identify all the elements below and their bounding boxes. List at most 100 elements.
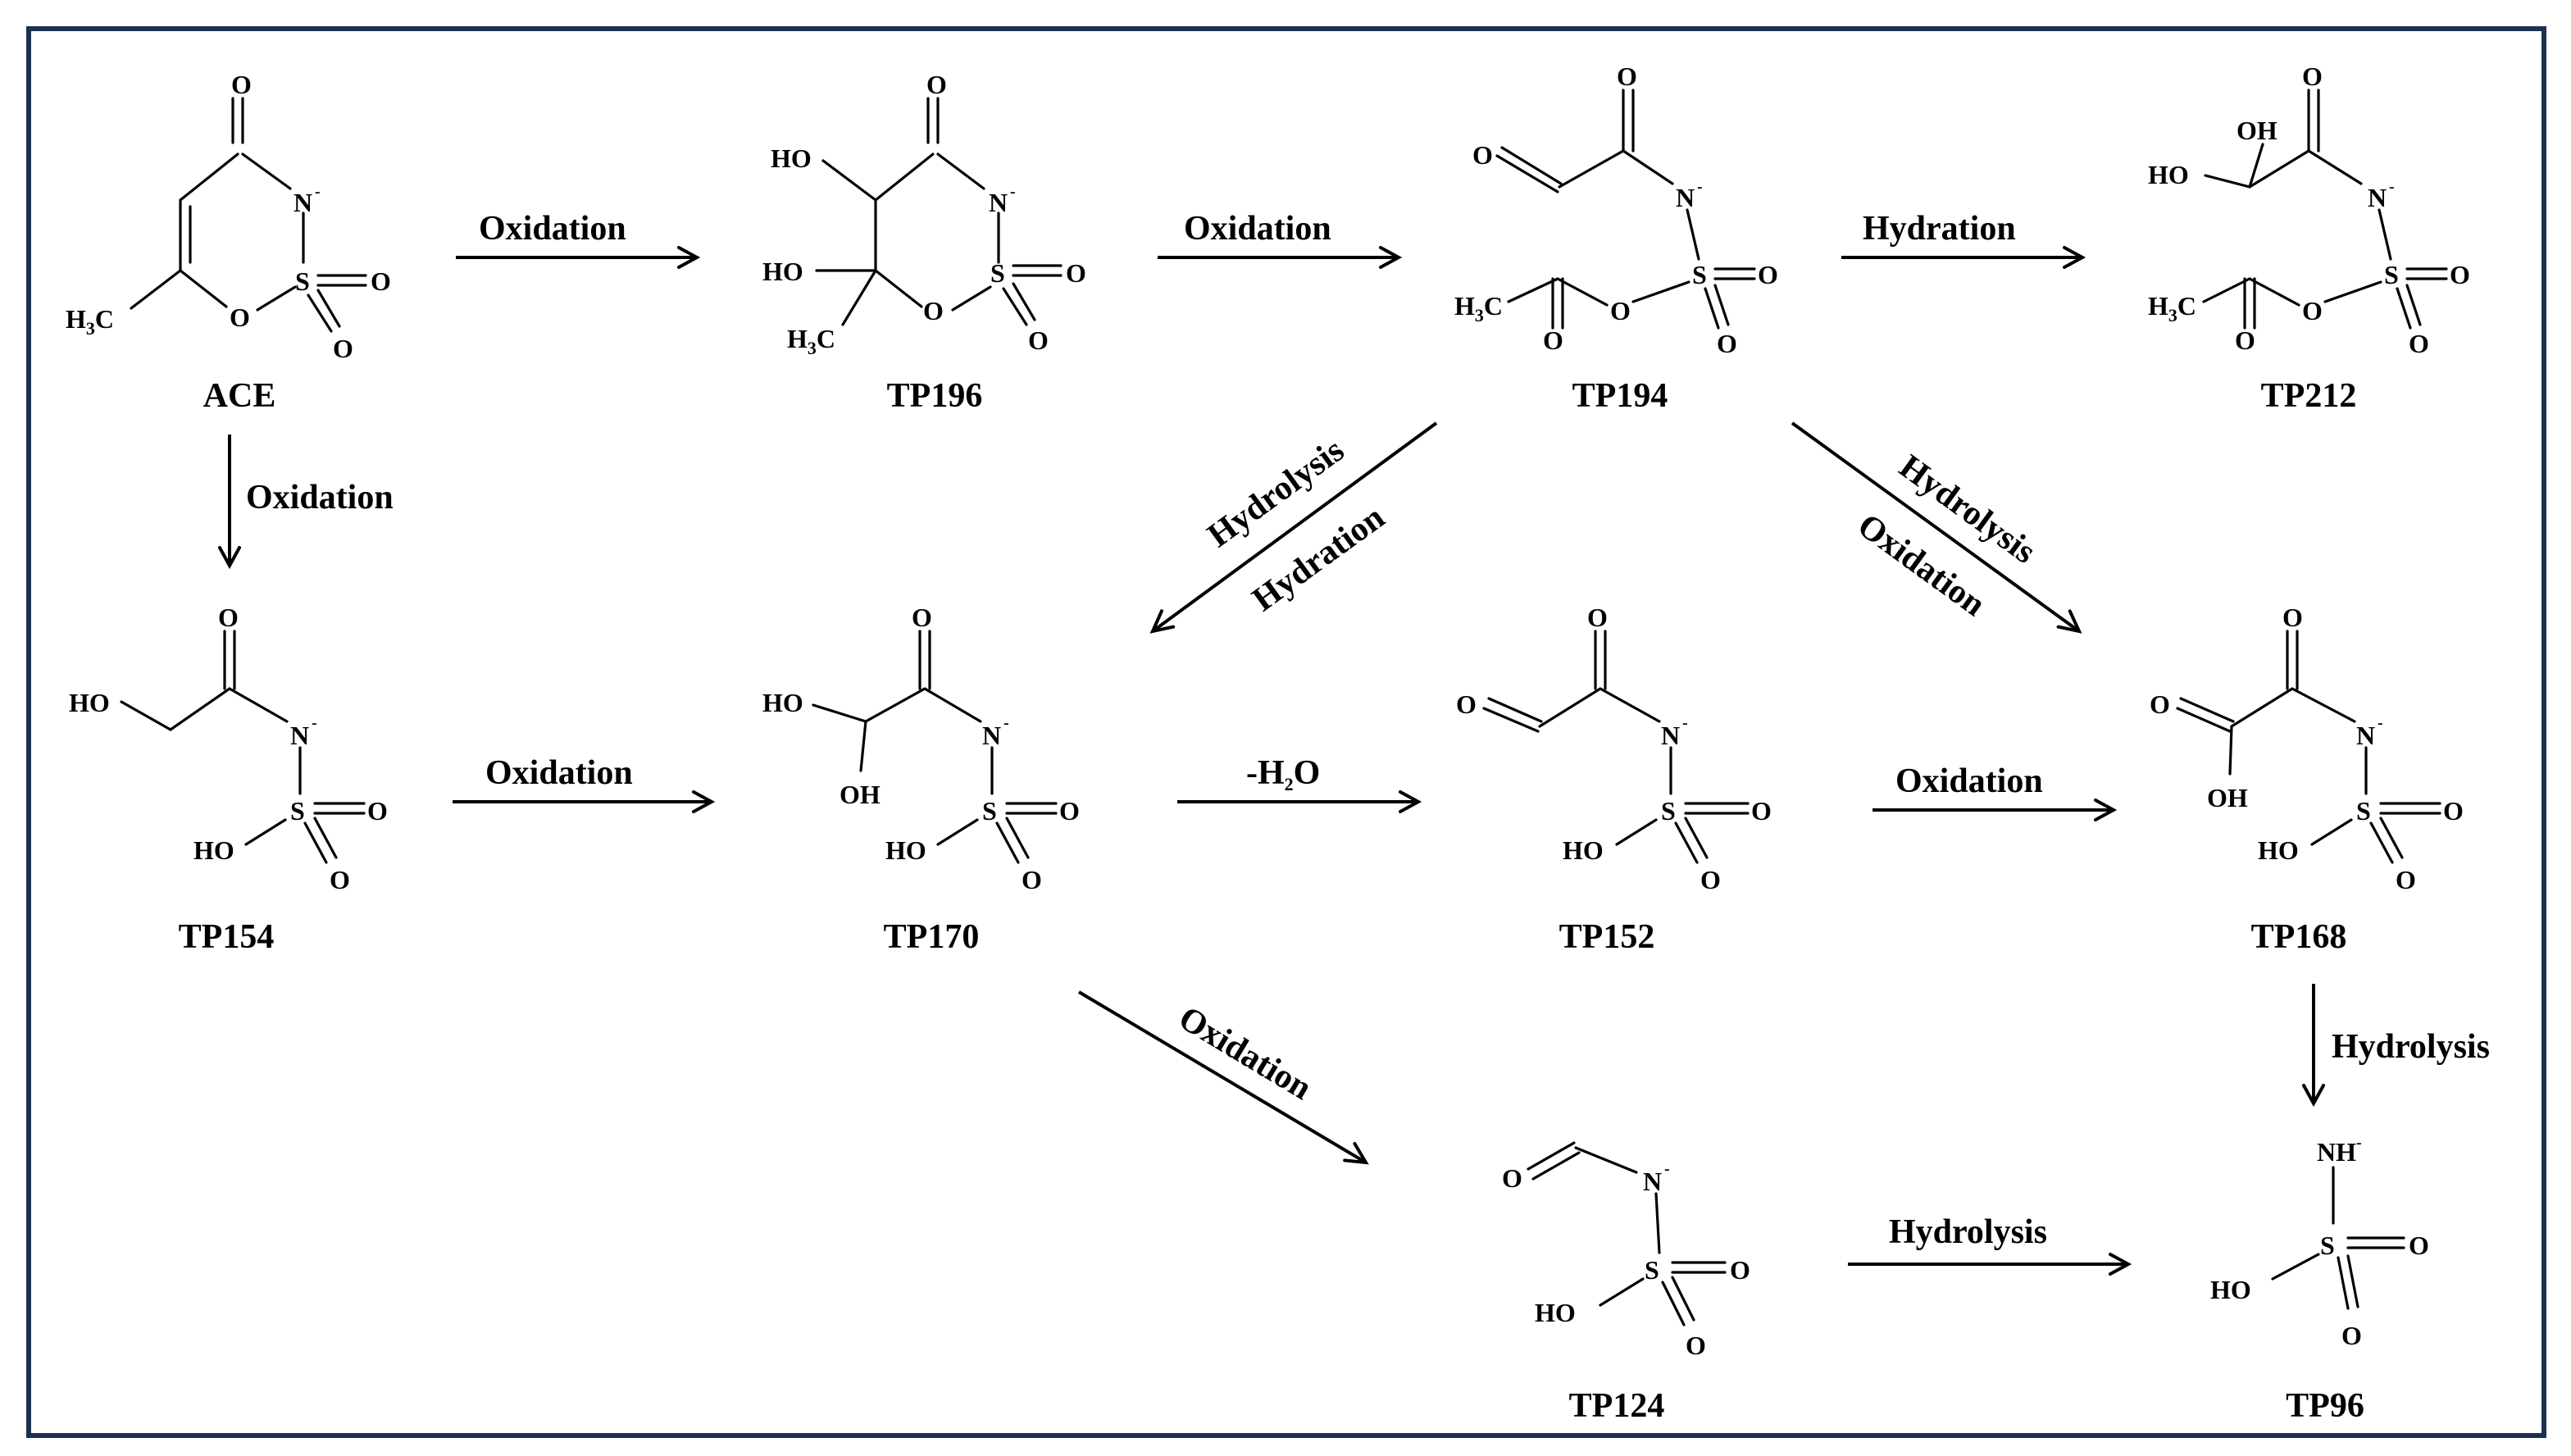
atom-o: O — [2409, 1231, 2429, 1260]
atom-o: O — [1066, 258, 1086, 288]
arrow-ace-to-tp154 — [218, 435, 241, 570]
charge-minus: - — [315, 183, 321, 201]
atom-o: O — [1587, 603, 1608, 632]
arrow-tp168-to-tp96 — [2302, 984, 2325, 1108]
molecule-tp212: HO OH O N - S O O O O H3C — [2148, 61, 2470, 358]
atom-o: O — [2341, 1321, 2362, 1350]
charge-minus: - — [1682, 714, 1688, 732]
atom-o: O — [1502, 1163, 1522, 1193]
charge-minus: - — [2389, 178, 2395, 196]
atom-s: S — [295, 266, 310, 296]
hydroxyl-ho: HO — [2148, 160, 2189, 189]
atom-o: O — [2409, 329, 2429, 358]
atom-o: O — [2396, 865, 2416, 894]
charge-minus: - — [1010, 183, 1016, 201]
label-tp194: TP194 — [1572, 377, 1668, 415]
atom-o: O — [1456, 689, 1477, 719]
atom-s: S — [290, 796, 305, 826]
atom-o: O — [1717, 329, 1737, 358]
reaction-label-oxidation: Oxidation — [246, 479, 394, 516]
arrow-tp194-to-tp168 — [1791, 421, 2082, 634]
molecule-tp170: HO OH O N - S O O HO — [762, 603, 1080, 894]
hydroxyl-ho: HO — [762, 688, 803, 717]
atom-o: O — [923, 296, 944, 325]
atom-o: O — [2235, 325, 2255, 355]
atom-o: O — [1610, 296, 1631, 325]
arrow-tp170-to-tp152 — [1177, 790, 1422, 813]
atom-h: H — [1454, 291, 1475, 321]
reaction-label-dehydration: -H2O — [1246, 754, 1320, 794]
subscript-3: 3 — [2168, 305, 2177, 325]
atom-s: S — [1645, 1255, 1659, 1285]
atom-o: O — [1686, 1331, 1706, 1360]
atom-o: O — [1059, 796, 1080, 826]
charge-minus: - — [2356, 1134, 2362, 1152]
label-tp152: TP152 — [1559, 918, 1655, 956]
svg-text:H3C: H3C — [2148, 291, 2196, 325]
atom-s: S — [2356, 796, 2371, 826]
label-tp196: TP196 — [887, 377, 983, 415]
charge-minus: - — [312, 714, 317, 732]
atom-s: S — [1661, 796, 1676, 826]
atom-o: O — [1700, 865, 1721, 894]
atom-n: N — [989, 188, 1008, 217]
subscript-3: 3 — [86, 318, 95, 339]
reaction-label-oxidation: Oxidation — [485, 754, 633, 792]
subscript-3: 3 — [1475, 305, 1484, 325]
atom-o: O — [1617, 61, 1637, 91]
atom-h: H — [66, 304, 86, 334]
molecule-tp194: O O N - S O O O O H3C — [1454, 61, 1778, 358]
arrow-tp194-to-tp212 — [1841, 246, 2086, 269]
hydroxyl-ho: HO — [2210, 1275, 2251, 1304]
molecule-tp154: HO O N - S O O HO — [69, 603, 388, 894]
arrow-ace-to-tp196 — [456, 246, 701, 269]
atom-n: N — [1643, 1167, 1662, 1196]
atom-o: O — [926, 70, 947, 99]
molecule-tp196: O N - S O O O HO HO H3C — [762, 70, 1086, 358]
atom-n: N — [2368, 183, 2387, 212]
atom-c: C — [817, 324, 835, 353]
atom-o: O — [371, 266, 391, 296]
svg-text:H3C: H3C — [66, 304, 114, 339]
dehydration-sub2: 2 — [1285, 774, 1294, 794]
molecule-tp168: O OH O N - S O O HO — [2150, 603, 2464, 894]
atom-o: O — [230, 303, 250, 332]
atom-s: S — [982, 796, 997, 826]
atom-o: O — [2150, 689, 2170, 719]
atom-s: S — [990, 258, 1005, 288]
hydroxyl-ho: HO — [69, 688, 110, 717]
arrow-tp152-to-tp168 — [1873, 799, 2118, 821]
hydroxyl-oh: OH — [2237, 116, 2277, 145]
atom-c: C — [2177, 291, 2196, 321]
hydroxyl-ho: HO — [1535, 1298, 1576, 1327]
atom-o: O — [2302, 296, 2323, 325]
dehydration-o: O — [1294, 754, 1321, 792]
arrow-tp196-to-tp194 — [1158, 246, 1403, 269]
atom-o: O — [1022, 865, 1042, 894]
atom-o: O — [2302, 61, 2323, 91]
atom-o: O — [367, 796, 388, 826]
atom-n: N — [294, 188, 312, 217]
charge-minus: - — [1003, 714, 1009, 732]
label-tp96: TP96 — [2286, 1387, 2364, 1425]
hydroxyl-oh: OH — [840, 780, 881, 809]
atom-o: O — [1472, 140, 1493, 170]
atom-c: C — [1484, 291, 1503, 321]
atom-s: S — [2384, 260, 2399, 289]
hydroxyl-ho: HO — [193, 835, 234, 865]
molecule-ace: O N - S O O O H3C — [66, 70, 391, 363]
atom-n: N — [982, 721, 1001, 750]
atom-o: O — [218, 603, 239, 632]
atom-o: O — [2282, 603, 2303, 632]
label-ace: ACE — [203, 377, 276, 415]
molecule-tp124: O N - S O O HO — [1502, 1141, 1750, 1360]
svg-text:H3C: H3C — [787, 324, 835, 358]
charge-minus: - — [1664, 1160, 1670, 1178]
atom-h: H — [787, 324, 808, 353]
hydroxyl-ho: HO — [762, 257, 803, 286]
subscript-3: 3 — [808, 338, 817, 358]
arrow-tp154-to-tp170 — [453, 790, 716, 813]
dehydration-h: H — [1258, 754, 1285, 792]
atom-nh: NH — [2317, 1137, 2356, 1167]
